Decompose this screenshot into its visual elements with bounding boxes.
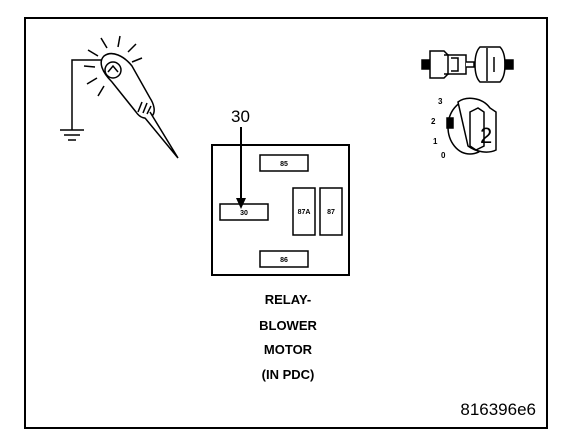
caption-line-3: MOTOR [263, 342, 313, 357]
ignition-position-3: 3 [438, 97, 443, 106]
terminal-30-label: 30 [240, 210, 248, 217]
ignition-key-position: 2 [480, 123, 492, 148]
terminal-87a [292, 187, 316, 236]
ignition-position-1: 1 [433, 137, 438, 146]
caption-line-1: RELAY- [264, 292, 312, 307]
diagram-frame [24, 17, 548, 429]
disconnected-connector-icon [421, 46, 514, 83]
ignition-position-2: 2 [431, 117, 436, 126]
test-light-probe-icon [60, 35, 179, 159]
figure-id: 816396e6 [460, 400, 536, 419]
terminal-87a-label: 87A [298, 209, 311, 216]
caption-line-4: (IN PDC) [261, 367, 315, 382]
terminal-85-label: 85 [280, 161, 288, 168]
probe-callout-label: 30 [231, 107, 250, 126]
terminal-86 [259, 250, 309, 268]
terminal-30 [219, 203, 269, 221]
terminal-86-label: 86 [280, 257, 288, 264]
callout-arrowhead-icon [236, 198, 246, 209]
terminal-85 [259, 154, 309, 172]
caption-line-2: BLOWER [259, 318, 317, 333]
terminal-87-label: 87 [327, 209, 335, 216]
terminal-87 [319, 187, 343, 236]
ignition-key-icon [446, 97, 497, 155]
ground-symbol-icon [60, 129, 84, 141]
ignition-position-0: 0 [441, 151, 446, 160]
